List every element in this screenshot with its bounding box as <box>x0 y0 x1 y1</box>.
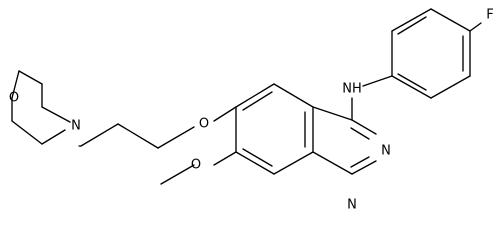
o-propyl-bond-1 <box>157 126 195 149</box>
nh-aryl-bond <box>362 75 393 87</box>
methoxy-methyl-bond <box>160 164 195 185</box>
quinazoline-n3-label: N <box>381 144 391 159</box>
fluorine-label: F <box>486 8 493 23</box>
c-f-bond <box>469 22 482 32</box>
amine-nh-label: NH <box>342 82 362 97</box>
morpholine-n-label: N <box>71 119 81 134</box>
morpholine-ring <box>11 70 71 145</box>
morpholine-o-label: O <box>9 91 19 106</box>
benzo-ring <box>235 83 314 175</box>
fluorophenyl-ring <box>391 8 471 99</box>
methoxy-o7-label: O <box>191 158 201 173</box>
quinazoline-n1-label: N <box>347 198 357 213</box>
pyrimidine-ring <box>312 106 377 175</box>
propyl-bond-3 <box>80 123 119 147</box>
molecule-structure-diagram: F NH N N O O O N <box>9 8 494 213</box>
c7-o-bond <box>213 151 237 166</box>
c6-o-bond <box>213 106 237 122</box>
propyl-bond-2 <box>117 123 159 149</box>
ether-o6-label: O <box>199 117 209 132</box>
